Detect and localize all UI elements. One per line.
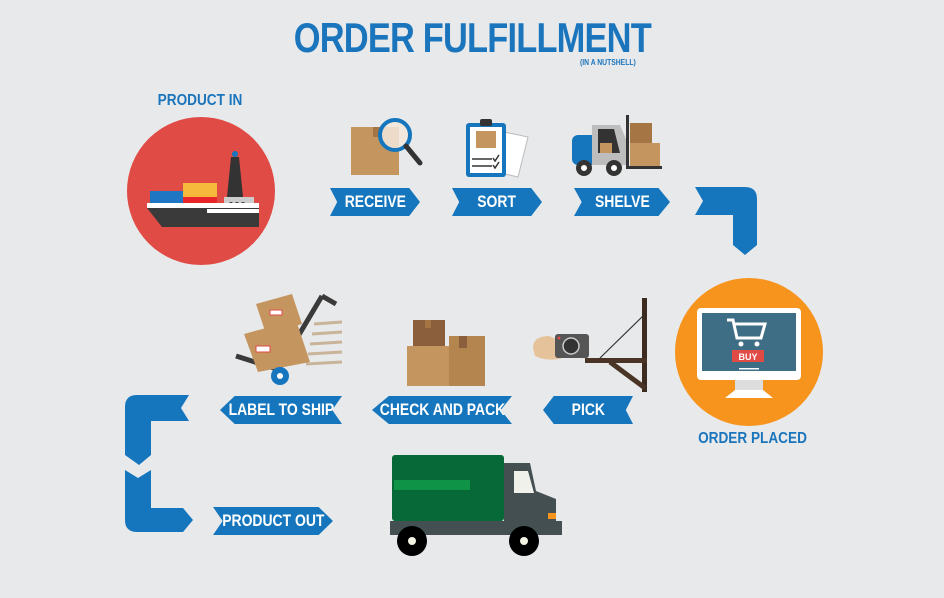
box-magnifier-icon (345, 115, 425, 180)
step-product-out: PRODUCT OUT (213, 507, 333, 535)
step-check-and-pack: CHECK AND PACK (372, 396, 512, 424)
step-label-to-ship: LABEL TO SHIP (220, 396, 342, 424)
order-placed-circle: BUY (675, 278, 823, 426)
bracket-arrow-top (125, 395, 191, 465)
forklift-icon (570, 113, 665, 180)
hand-scanner-icon (525, 296, 655, 396)
product-in-circle (127, 117, 275, 265)
step-pick: PICK (543, 396, 633, 424)
delivery-truck-icon (388, 455, 566, 561)
computer-cart-icon: BUY (697, 308, 801, 398)
page-title: ORDER FULFILLMENT (293, 14, 652, 61)
page-subtitle: (IN A NUTSHELL) (580, 58, 636, 67)
cargo-ship-icon (147, 151, 259, 227)
step-sort: SORT (452, 188, 542, 216)
svg-text:BUY: BUY (738, 352, 757, 362)
step-receive: RECEIVE (330, 188, 420, 216)
product-in-heading: PRODUCT IN (157, 92, 243, 109)
clipboard-icon (462, 115, 532, 180)
bracket-arrow-bottom (125, 470, 195, 536)
corner-arrow-down (695, 187, 759, 255)
hand-truck-icon (230, 290, 350, 390)
boxes-icon (405, 316, 490, 388)
step-shelve: SHELVE (574, 188, 670, 216)
order-placed-heading: ORDER PLACED (698, 430, 807, 447)
